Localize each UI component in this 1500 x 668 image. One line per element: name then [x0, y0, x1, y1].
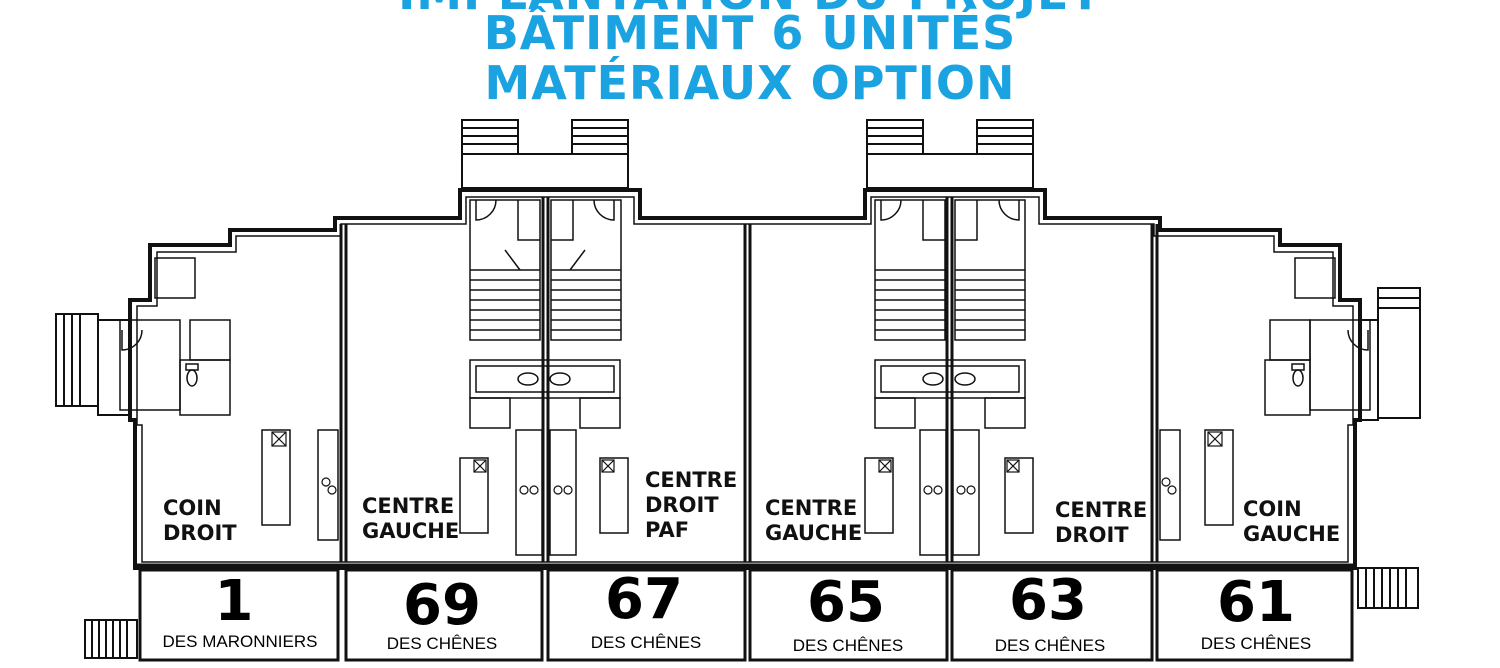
- unit-67-type: CENTRE DROIT PAF: [645, 468, 738, 542]
- unit-street: DES CHÊNES: [386, 634, 498, 653]
- unit-63-type: CENTRE DROIT: [1055, 498, 1148, 547]
- stair-icon: [469, 199, 1026, 341]
- party-walls: [339, 197, 1159, 562]
- unit-street: DES CHÊNES: [590, 633, 702, 652]
- title-line-0: IMPLANTATION DU PROJET: [0, 0, 1500, 16]
- unit-number: 61: [1217, 570, 1295, 635]
- deck-icon: [55, 119, 1421, 421]
- bathroom: [469, 359, 1026, 429]
- toilet-icon: [185, 363, 1305, 387]
- unit-number: 67: [605, 567, 683, 632]
- unit-number: 69: [403, 573, 481, 638]
- unit-69-type: CENTRE GAUCHE: [362, 494, 460, 543]
- kitchen: [261, 429, 1234, 556]
- unit-61-type: COIN GAUCHE: [1243, 497, 1341, 546]
- unit-number: 65: [807, 570, 885, 635]
- unit-number: 1: [214, 569, 254, 634]
- unit-street: DES CHÊNES: [1200, 634, 1312, 653]
- unit-street: DES CHÊNES: [792, 636, 904, 655]
- unit-number: 63: [1009, 568, 1087, 633]
- stove-icon: [271, 431, 1223, 495]
- stair-icon: [84, 567, 1419, 659]
- title-line-1: BÂTIMENT 6 UNITÉS: [483, 6, 1017, 60]
- unit-65-type: CENTRE GAUCHE: [765, 496, 863, 545]
- door-swing-icon: [121, 199, 1369, 351]
- bathroom: [119, 257, 1371, 416]
- unit-street: DES CHÊNES: [994, 636, 1106, 655]
- sink-icon: [517, 372, 976, 386]
- building-outline: [128, 188, 1362, 570]
- unit-street: DES MARONNIERS: [162, 632, 318, 651]
- unit-1-type: COIN DROIT: [163, 496, 237, 545]
- unit-frontage: [135, 563, 1355, 662]
- title-line-2: MATÉRIAUX OPTION: [484, 56, 1016, 110]
